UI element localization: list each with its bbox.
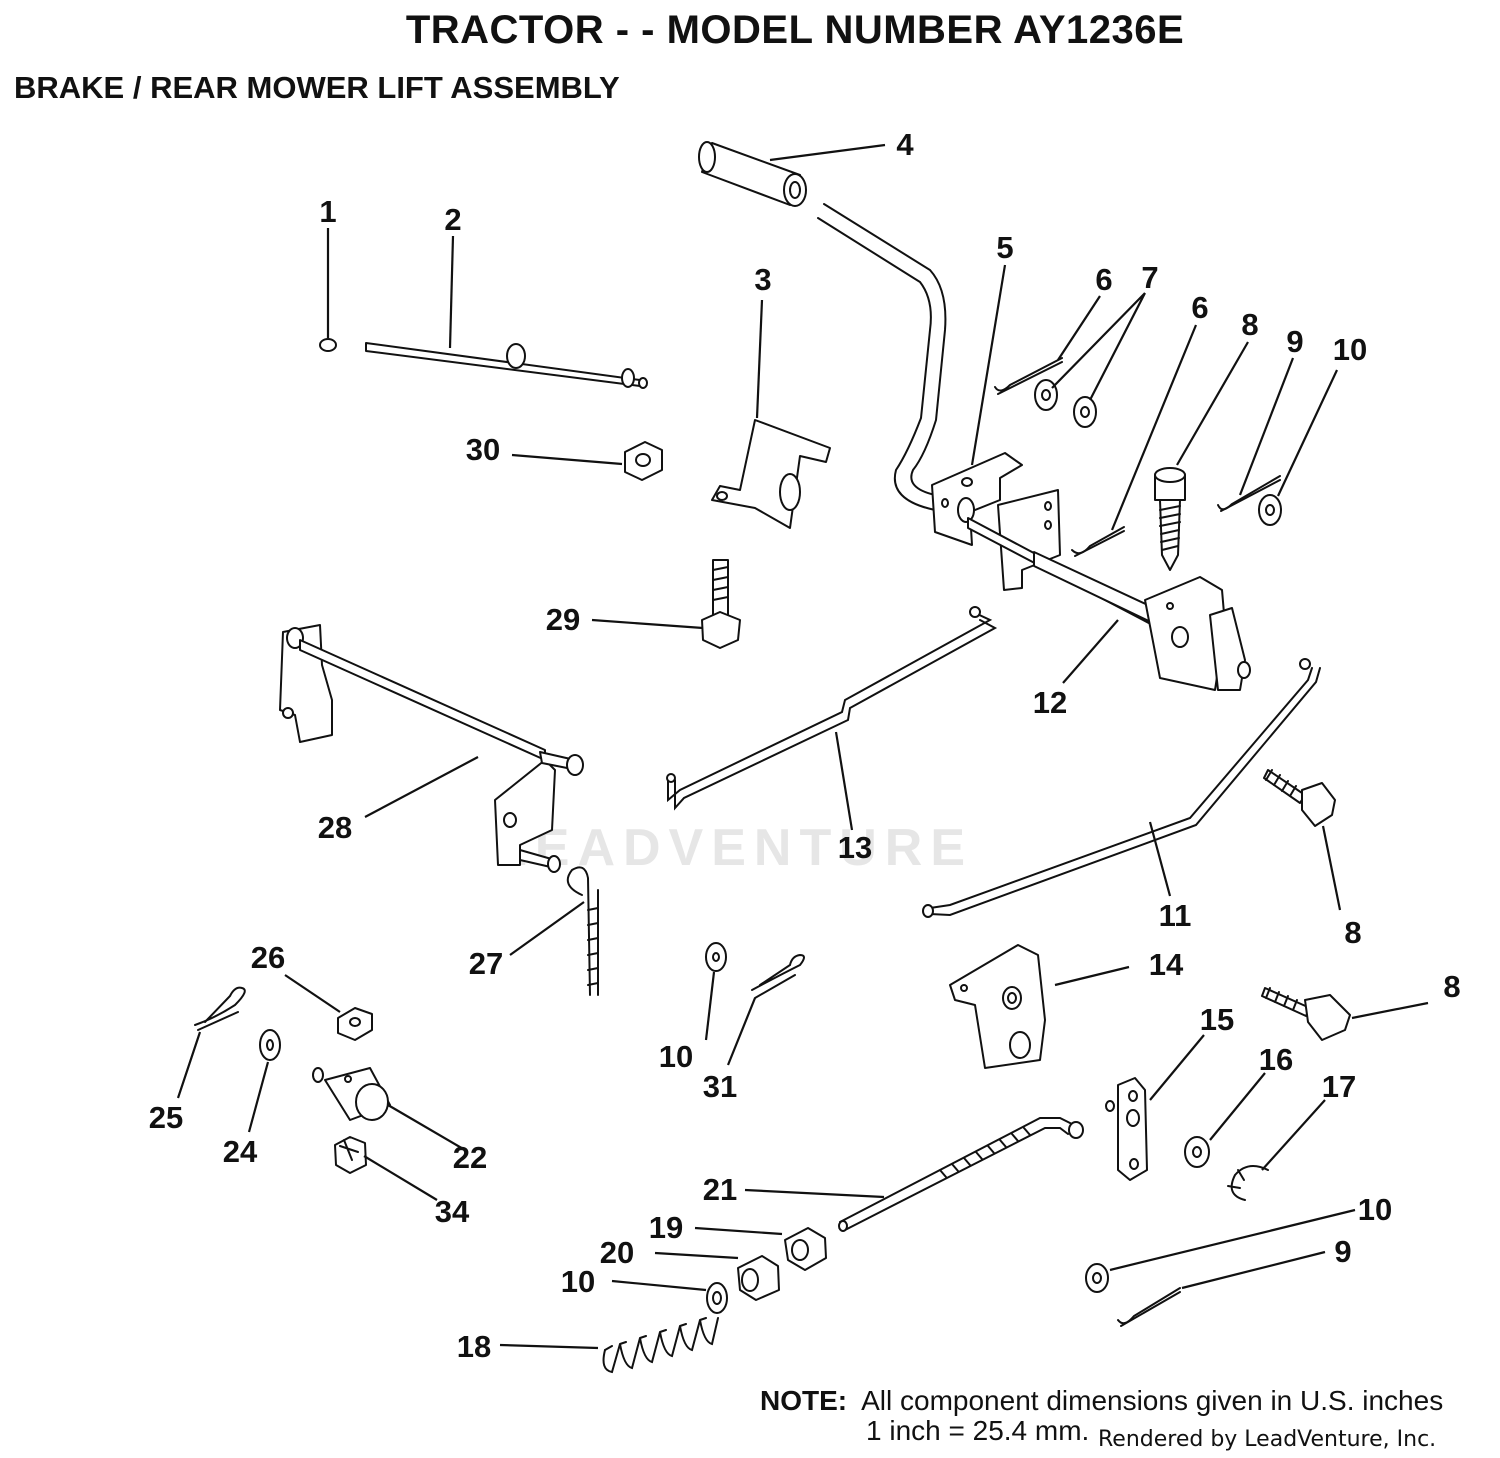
leader-lines [176, 143, 1429, 1350]
part-8-bolt-mid [1263, 769, 1336, 827]
part-28-rockshaft [279, 624, 584, 873]
part-11-rod [922, 658, 1321, 918]
label-27: 27 [469, 946, 503, 981]
label-18: 18 [457, 1329, 491, 1364]
label-25: 25 [149, 1100, 183, 1135]
label-31: 31 [703, 1069, 737, 1104]
part-1-pin [319, 338, 337, 352]
lift-handle-rod [817, 203, 947, 511]
label-13: 13 [838, 830, 872, 865]
label-2: 2 [444, 202, 461, 237]
label-24: 24 [223, 1134, 258, 1169]
part-12-cross-shaft [967, 489, 1251, 691]
label-14: 14 [1149, 947, 1184, 982]
part-27-eye-bolt [566, 866, 599, 996]
label-5: 5 [996, 230, 1013, 265]
note-line-1: All component dimensions given in U.S. i… [861, 1385, 1444, 1416]
watermark-text: LEADVENTURE [495, 819, 973, 877]
part-9-cotter-pin-b [1117, 1287, 1181, 1327]
part-30-nut [624, 441, 663, 481]
part-34-lock-nut [334, 1136, 367, 1174]
assembly-subtitle: BRAKE / REAR MOWER LIFT ASSEMBLY [14, 70, 620, 105]
label-19: 19 [649, 1210, 683, 1245]
part-9-cotter-pin [1217, 475, 1281, 512]
label-30: 30 [466, 432, 500, 467]
label-4: 4 [896, 127, 914, 162]
part-15-link-plate [1105, 1077, 1148, 1181]
label-10b: 10 [659, 1039, 693, 1074]
label-16: 16 [1259, 1042, 1293, 1077]
label-9b: 9 [1334, 1234, 1351, 1269]
label-15: 15 [1200, 1002, 1234, 1037]
part-18-spring [602, 1317, 719, 1374]
part-6-cotter-pin [994, 357, 1063, 395]
label-28: 28 [318, 810, 352, 845]
part-22-ferrule [312, 1067, 391, 1121]
part-16-washer [1184, 1136, 1210, 1168]
part-26-nut [337, 1007, 373, 1041]
label-10c: 10 [561, 1264, 595, 1299]
label-22: 22 [453, 1140, 487, 1175]
label-29: 29 [546, 602, 580, 637]
label-7: 7 [1141, 260, 1158, 295]
label-26: 26 [251, 940, 285, 975]
label-3: 3 [754, 262, 771, 297]
part-6-cotter-pin-b [1071, 526, 1125, 557]
part-4-grip [698, 141, 807, 207]
label-6a: 6 [1095, 262, 1112, 297]
part-17-e-clip [1227, 1165, 1269, 1201]
part-3-bracket [711, 419, 831, 529]
part-25-hairpin [194, 986, 246, 1031]
label-17: 17 [1322, 1069, 1356, 1104]
page-title: TRACTOR - - MODEL NUMBER AY1236E [405, 8, 1185, 52]
label-10d: 10 [1358, 1192, 1392, 1227]
part-7-washers [1034, 379, 1097, 428]
part-8-bolt-lower [1261, 987, 1351, 1041]
part-8-bolt-vertical [1154, 467, 1186, 571]
part-19-nut [784, 1227, 827, 1271]
label-6b: 6 [1191, 290, 1208, 325]
label-8b: 8 [1344, 915, 1361, 950]
dimension-note: NOTE: All component dimensions given in U… [760, 1386, 1443, 1446]
part-29-bolt [701, 559, 741, 649]
part-number-labels: 1 2 3 4 5 6 7 6 8 9 10 30 29 12 13 11 8 … [149, 127, 1461, 1364]
part-2-rod [365, 342, 648, 389]
label-10a: 10 [1333, 332, 1367, 367]
part-21-threaded-rod [838, 1117, 1084, 1232]
part-31-hairpin [751, 953, 805, 999]
label-12: 12 [1033, 685, 1067, 720]
part-14-bracket [949, 944, 1046, 1069]
part-24-washer [259, 1029, 281, 1061]
part-10-washers [705, 494, 1282, 1314]
part-13-rod [666, 606, 998, 811]
label-8c: 8 [1443, 969, 1460, 1004]
label-1: 1 [319, 194, 336, 229]
rendered-by-credit: Rendered by LeadVenture, Inc. [1098, 1427, 1437, 1452]
label-11: 11 [1159, 898, 1192, 933]
part-5-pivot-bracket [931, 452, 1023, 546]
label-21: 21 [703, 1172, 737, 1207]
label-20: 20 [600, 1235, 634, 1270]
note-label: NOTE: [760, 1385, 848, 1416]
label-9a: 9 [1286, 324, 1303, 359]
label-8a: 8 [1241, 307, 1258, 342]
label-34: 34 [435, 1194, 470, 1229]
note-line-2: 1 inch = 25.4 mm. [866, 1415, 1090, 1446]
part-20-nut [737, 1255, 780, 1301]
